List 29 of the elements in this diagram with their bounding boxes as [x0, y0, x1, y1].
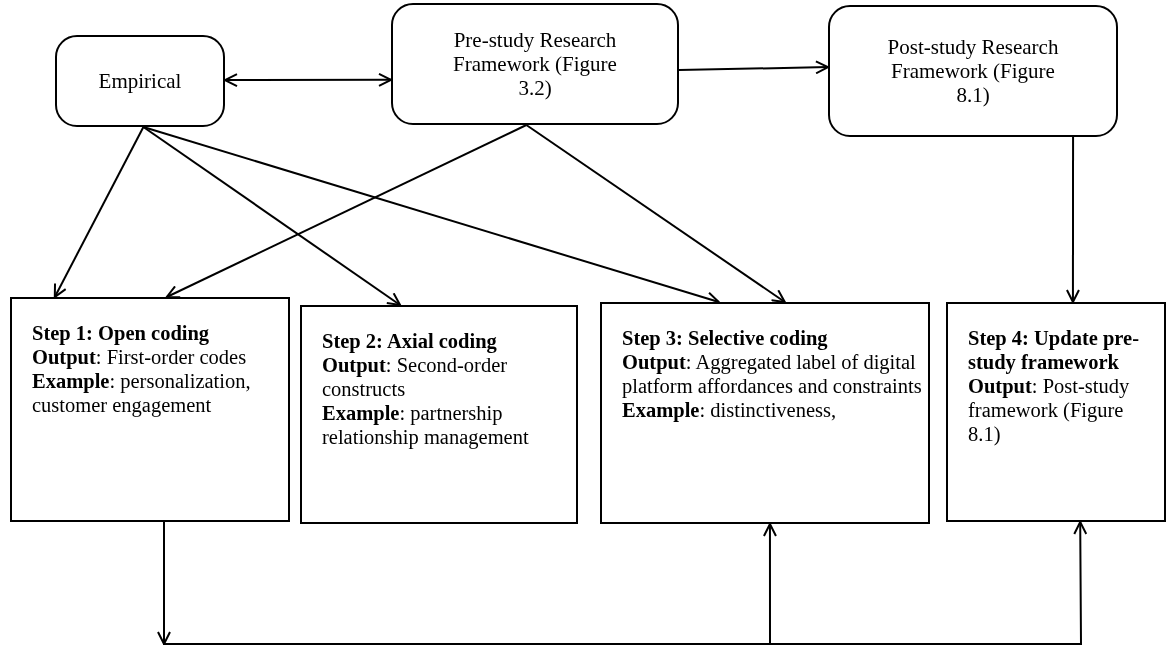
process-box [600, 302, 930, 524]
rounded-box [55, 35, 225, 127]
node-text: Pre-study Research Framework (Figure 3.2) [452, 28, 618, 100]
arrow [165, 124, 528, 299]
node-text: Post-study Research Framework (Figure 8.1) [886, 35, 1060, 107]
node-text: Example: partnership relationship management [322, 401, 530, 449]
arrow [525, 124, 786, 303]
rounded-box [391, 3, 679, 125]
node-text: Empirical [98, 69, 182, 93]
step-heading: Step 2: Axial coding [322, 329, 498, 353]
node-text: Output: Second-order constructs [322, 353, 509, 401]
process-box [946, 302, 1166, 522]
node-text: Output: First-order codes [32, 345, 248, 369]
arrow [1065, 136, 1080, 303]
node-text: Output: Aggregated label of digital platform affordances and constraints [622, 350, 922, 398]
process-box [10, 297, 290, 522]
step-heading: Step 1: Open coding [32, 321, 211, 345]
node-text: Example: personalization, customer engagement [32, 369, 252, 417]
arrow [53, 126, 145, 298]
arrow [678, 60, 829, 75]
arrow [142, 126, 402, 306]
arrow [163, 521, 1088, 645]
process-box [300, 305, 578, 524]
step-heading: Step 3: Selective coding [622, 326, 829, 350]
node-text: Example: distinctiveness, [622, 398, 838, 422]
step-heading: Step 4: Update pre-study framework [968, 326, 1141, 374]
arrow [224, 72, 392, 88]
node-text: Output: Post-study framework (Figure 8.1) [968, 374, 1131, 446]
rounded-box [828, 5, 1118, 137]
